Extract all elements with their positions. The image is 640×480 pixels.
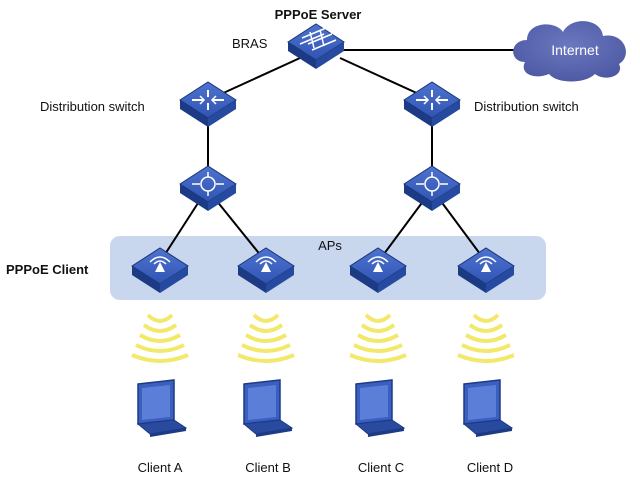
link-access-right-ap-d (439, 199, 487, 263)
client-b-label: Client B (245, 460, 291, 475)
distribution-switch-right-label: Distribution switch (474, 99, 579, 114)
switch-icon (179, 165, 237, 212)
link-access-left-ap-a (159, 199, 201, 263)
pppoe-client-label: PPPoE Client (6, 262, 89, 277)
connection-lines (159, 49, 520, 263)
router-icon (287, 23, 345, 70)
ap-icon (349, 247, 407, 294)
wifi-signal-icon (236, 313, 296, 363)
link-access-right-ap-c (377, 199, 425, 263)
wifi-signal-icon (130, 313, 190, 363)
aps-label: APs (318, 238, 342, 253)
client-d-label: Client D (467, 460, 513, 475)
switch-icon (403, 81, 461, 128)
ap-icon (457, 247, 515, 294)
laptop-icon (243, 379, 293, 438)
ap-band (110, 236, 546, 300)
client-a-label: Client A (138, 460, 183, 475)
laptop-icon (355, 379, 405, 438)
server-title: PPPoE Server (275, 7, 362, 22)
wifi-signal-icon (456, 313, 516, 363)
ap-icon (131, 247, 189, 294)
switch-icon (403, 165, 461, 212)
bras-label: BRAS (232, 36, 268, 51)
laptop-icon (463, 379, 513, 438)
cloud-icon (513, 21, 626, 82)
laptop-icon (137, 379, 187, 438)
ap-icon (237, 247, 295, 294)
internet-label: Internet (551, 42, 599, 58)
client-c-label: Client C (358, 460, 404, 475)
wifi-signal-icon (348, 313, 408, 363)
switch-icon (179, 81, 237, 128)
link-access-left-ap-b (215, 199, 267, 263)
distribution-switch-left-label: Distribution switch (40, 99, 145, 114)
